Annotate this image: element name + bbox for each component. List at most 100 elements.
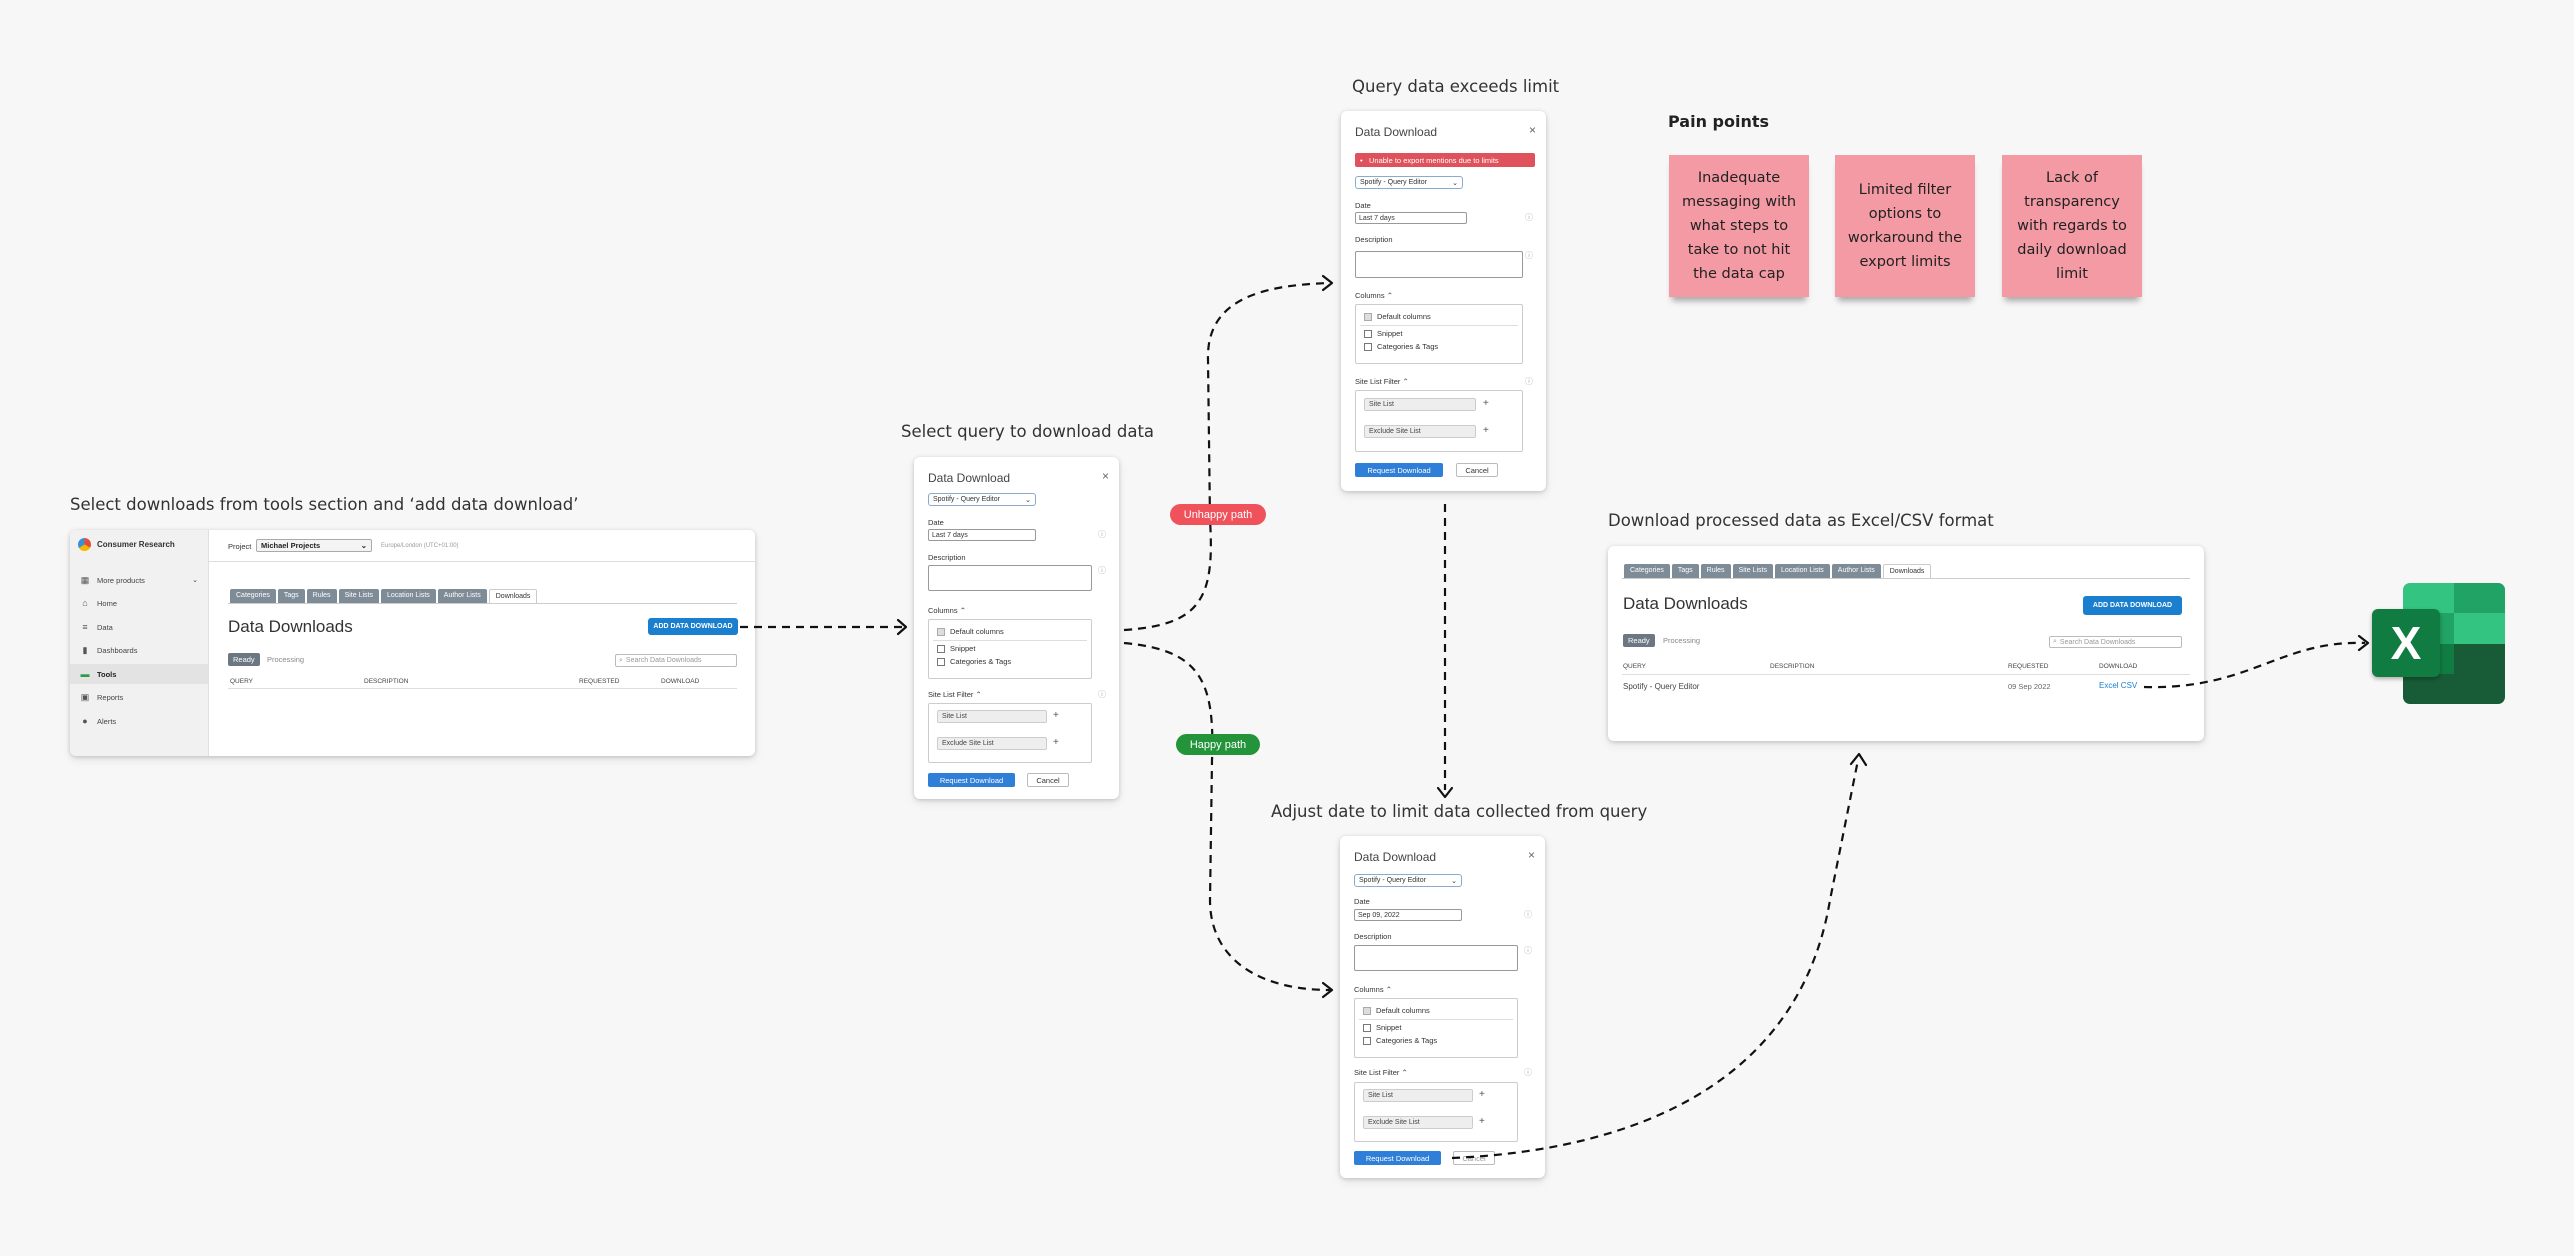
tab-author-lists[interactable]: Author Lists [437, 589, 487, 603]
connector-adjust-to-result [1451, 759, 1860, 1160]
table-row-query: Spotify - Query Editor [1623, 682, 1700, 691]
sidebar-item-data[interactable]: ≡Data [70, 617, 208, 637]
search-icon: ⌕ [619, 656, 623, 664]
plus-icon[interactable]: + [1479, 1089, 1485, 1100]
column-header-requested: REQUESTED [579, 678, 620, 685]
sidebar-item-more-products[interactable]: ▦More products⌄ [70, 570, 208, 590]
checkbox[interactable] [937, 657, 945, 666]
checkbox-snippet[interactable]: Snippet [937, 644, 975, 653]
tab-tags[interactable]: Tags [1671, 564, 1699, 578]
brand-name: Consumer Research [97, 540, 175, 549]
checkbox-default-columns[interactable]: Default columns [1363, 1006, 1430, 1015]
plus-icon[interactable]: + [1483, 425, 1489, 436]
checkbox[interactable] [1364, 329, 1372, 338]
tab-downloads[interactable]: Downloads [1882, 564, 1932, 578]
sidebar-item-dashboards[interactable]: ▮Dashboards [70, 640, 208, 660]
excel-csv-link[interactable]: Excel CSV [2099, 681, 2138, 690]
sidebar-item-label: More products [97, 575, 145, 585]
add-data-download-button[interactable]: ADD DATA DOWNLOAD [648, 618, 738, 635]
checkbox-snippet[interactable]: Snippet [1363, 1023, 1401, 1032]
add-data-download-button[interactable]: ADD DATA DOWNLOAD [2083, 596, 2182, 615]
page-title: Data Downloads [1623, 594, 1748, 613]
exclude-site-list-field[interactable]: Exclude Site List [1364, 425, 1476, 438]
project-select[interactable]: Michael Projects⌄ [256, 539, 372, 552]
tab-downloads[interactable]: Downloads [488, 589, 538, 603]
dialog-title: Data Download [928, 471, 1011, 485]
request-download-button[interactable]: Request Download [1354, 1151, 1441, 1165]
checkbox-categories-tags[interactable]: Categories & Tags [1363, 1036, 1437, 1045]
checkbox-snippet[interactable]: Snippet [1364, 329, 1402, 338]
date-input[interactable]: Last 7 days [928, 529, 1036, 541]
site-list-field[interactable]: Site List [1363, 1089, 1473, 1102]
filter-processing[interactable]: Processing [267, 655, 305, 664]
arrowhead [896, 618, 908, 636]
brand: Consumer Research [78, 538, 175, 551]
checkbox-categories-tags[interactable]: Categories & Tags [1364, 342, 1438, 351]
columns-box: Default columns Snippet Categories & Tag… [1355, 304, 1523, 364]
plus-icon[interactable]: + [1053, 710, 1059, 721]
exclude-site-list-field[interactable]: Exclude Site List [1363, 1116, 1473, 1129]
tab-rules[interactable]: Rules [1700, 564, 1731, 578]
date-label: Date [1355, 201, 1371, 210]
plus-icon[interactable]: + [1483, 398, 1489, 409]
tab-categories[interactable]: Categories [230, 589, 276, 603]
checkbox[interactable] [1364, 312, 1372, 321]
tab-site-lists[interactable]: Site Lists [338, 589, 379, 603]
checkbox-categories-tags[interactable]: Categories & Tags [937, 657, 1011, 666]
checkbox[interactable] [1364, 342, 1372, 351]
chevron-down-icon: ⌄ [360, 541, 367, 550]
tab-site-lists[interactable]: Site Lists [1732, 564, 1773, 578]
description-textarea[interactable] [1354, 945, 1518, 971]
chevron-up-icon: ⌃ [975, 690, 982, 699]
filter-ready[interactable]: Ready [228, 653, 260, 666]
description-textarea[interactable] [928, 565, 1092, 591]
checkbox-default-columns[interactable]: Default columns [1364, 312, 1431, 321]
checkbox[interactable] [1363, 1023, 1371, 1032]
checkbox[interactable] [937, 644, 945, 653]
site-list-field[interactable]: Site List [1364, 398, 1476, 411]
request-download-button[interactable]: Request Download [1355, 463, 1443, 477]
plus-icon[interactable]: + [1479, 1116, 1485, 1127]
date-input[interactable]: Last 7 days [1355, 212, 1467, 224]
sidebar-item-tools[interactable]: ▬Tools [70, 664, 208, 684]
tab-tags[interactable]: Tags [277, 589, 305, 603]
query-select[interactable]: Spotify - Query Editor⌄ [928, 493, 1036, 506]
checkbox[interactable] [1363, 1006, 1371, 1015]
date-input[interactable]: Sep 09, 2022 [1354, 909, 1462, 921]
sidebar-item-reports[interactable]: ▣Reports [70, 687, 208, 707]
query-select[interactable]: Spotify - Query Editor⌄ [1354, 874, 1462, 887]
column-header-requested: REQUESTED [2008, 663, 2049, 670]
request-download-button[interactable]: Request Download [928, 773, 1015, 787]
arrowhead [2357, 634, 2370, 652]
plus-icon[interactable]: + [1053, 737, 1059, 748]
filter-processing[interactable]: Processing [1663, 636, 1701, 645]
checkbox-default-columns[interactable]: Default columns [937, 627, 1004, 636]
tab-author-lists[interactable]: Author Lists [1831, 564, 1881, 578]
tab-location-lists[interactable]: Location Lists [1774, 564, 1830, 578]
step1-title: Select downloads from tools section and … [70, 495, 579, 514]
cancel-button[interactable]: Cancel [1027, 773, 1069, 787]
excel-icon: X [2372, 583, 2505, 704]
tab-categories[interactable]: Categories [1624, 564, 1670, 578]
filter-ready[interactable]: Ready [1623, 634, 1655, 647]
close-icon[interactable]: × [1528, 123, 1536, 137]
exclude-site-list-field[interactable]: Exclude Site List [937, 737, 1047, 750]
search-input[interactable]: ⌕Search Data Downloads [615, 654, 737, 667]
checkbox[interactable] [1363, 1036, 1371, 1045]
tab-location-lists[interactable]: Location Lists [380, 589, 436, 603]
close-icon[interactable]: × [1527, 848, 1535, 862]
query-select[interactable]: Spotify - Query Editor⌄ [1355, 176, 1463, 189]
chevron-down-icon: ⌄ [1451, 877, 1457, 885]
sidebar-item-home[interactable]: ⌂Home [70, 593, 208, 613]
query-value: Spotify - Query Editor [1360, 179, 1427, 186]
checkbox[interactable] [937, 627, 945, 636]
tab-rules[interactable]: Rules [306, 589, 337, 603]
site-list-field[interactable]: Site List [937, 710, 1047, 723]
sticky-note: Limited filter options to workaround the… [1835, 155, 1975, 297]
cancel-button[interactable]: Cancel [1456, 463, 1498, 477]
description-textarea[interactable] [1355, 251, 1523, 278]
close-icon[interactable]: × [1101, 469, 1109, 483]
toolbox-icon: ▬ [80, 668, 90, 679]
search-input[interactable]: ⌕Search Data Downloads [2049, 636, 2182, 648]
sidebar-item-alerts[interactable]: ●Alerts [70, 711, 208, 731]
